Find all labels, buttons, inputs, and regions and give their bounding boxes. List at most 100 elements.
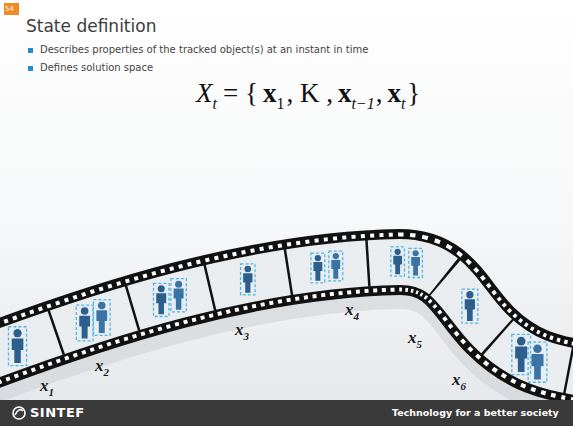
state-formula: x [338,78,352,108]
tracking-box [153,283,168,316]
bullet-mark [28,48,33,53]
bullet-text: Defines solution space [40,62,153,73]
frame-label-group: x3 [235,320,249,341]
person-icon [528,342,547,382]
person-icon [329,251,343,281]
person-body [313,262,322,281]
frame-label: 6 [461,380,467,392]
tracking-box [311,253,325,283]
person-head [13,329,21,337]
frame-label: 2 [104,366,110,378]
state-formula: t−1 [351,95,374,112]
frame-label: x [452,370,461,389]
sprocket-holes [0,262,573,375]
strip-inner [0,262,573,375]
person-body [79,316,90,339]
bullet-text: Describes properties of the tracked obje… [40,44,368,55]
person-head [533,344,542,353]
person-head [175,281,182,288]
frame-label-group: x1 [40,376,54,397]
bullet-text-group: Describes properties of the tracked obje… [40,44,368,55]
frame-label-group: x5 [408,328,422,349]
person-icon [311,253,325,283]
person-icon [93,300,110,336]
frame-dividers [0,262,573,375]
state-formula-group: Xt= {x1, K ,xt−1,xt} [196,76,420,114]
bullet-text-group: Defines solution space [40,62,153,73]
frame-label: x [408,328,417,347]
logo-symbol [15,410,23,415]
tracking-box [528,342,547,382]
frame-label: 3 [244,330,250,342]
person-head [98,302,106,310]
logo-text: SINTEF [30,405,85,420]
frame-label: 1 [49,386,55,398]
person-head [466,291,473,298]
film-strip [0,247,573,387]
person-head [244,266,251,273]
person-icon [171,279,186,312]
person-body [156,293,166,314]
person-icon [8,327,26,366]
logo-text-group: SINTEF [30,405,85,421]
person-head [412,250,418,256]
tracking-box [409,248,423,277]
state-formula: } [407,78,420,108]
slide-title: State definition [26,16,156,36]
person-body [96,310,107,333]
page-number: 54 [5,5,14,13]
state-formula: , [376,78,383,108]
frame-label-group: x4 [345,300,359,321]
tracking-box [329,251,343,281]
state-formula: t [213,95,217,112]
tracking-box [391,247,405,276]
bullet-mark [28,66,33,71]
person-icon [391,247,405,276]
page-number-box [4,3,19,15]
state-formula: = { [223,78,258,108]
frame-label: x [235,320,244,339]
person-head [395,249,401,255]
tagline: Technology for a better society [392,407,559,418]
frame-label: 4 [354,310,360,322]
person-head [333,253,339,259]
footer-bar [0,400,573,426]
state-formula: t [401,95,405,112]
person-head [517,337,526,346]
tracking-box [241,264,256,295]
state-formula: x [263,78,277,108]
logo-symbol [13,407,25,419]
person-body [12,338,24,363]
person-body [411,257,420,275]
frame-label-group: x6 [452,370,466,391]
person-body [465,299,475,321]
frame-label: 5 [417,338,423,350]
person-head [81,307,89,315]
state-formula: x [387,78,401,108]
person-icon [153,283,168,316]
person-body [531,354,543,379]
frame-label: x [40,376,49,395]
tracking-box [171,279,186,312]
person-icon [76,305,93,341]
person-body [174,289,184,310]
page-number-group: 54 [5,3,14,15]
person-body [515,347,527,372]
tagline-group: Technology for a better society [392,406,559,420]
state-formula: , K , [286,78,333,108]
frame-label: x [95,356,104,375]
person-body [331,260,340,279]
person-body [393,256,402,274]
tracking-box [93,300,110,336]
tracking-box [462,289,478,323]
frame-label-group: x2 [95,356,109,377]
person-icon [462,289,478,323]
strip-base [0,262,573,375]
person-head [158,285,165,292]
tracked-people [8,247,546,382]
state-formula: X [196,78,213,108]
frame-label: x [345,300,354,319]
state-formula: 1 [276,95,284,112]
tracking-box [76,305,93,341]
